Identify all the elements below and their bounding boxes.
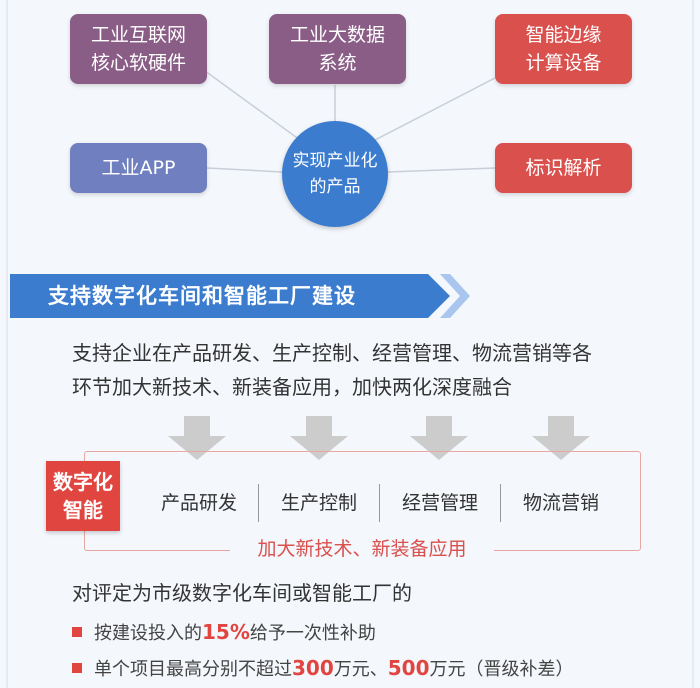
badge-line: 数字化 bbox=[53, 470, 113, 494]
policy-title: 对评定为市级数字化车间或智能工厂的 bbox=[72, 581, 412, 605]
bullet-text: 单个项目最高分别不超过 bbox=[94, 659, 292, 680]
hub-connectors bbox=[189, 59, 496, 173]
left-border bbox=[6, 0, 8, 688]
bullet-text: 给予一次性补助 bbox=[249, 623, 376, 644]
highlight-value: 15% bbox=[202, 620, 250, 644]
node-label-line: 计算设备 bbox=[525, 52, 602, 74]
digital-smart-badge: 数字化 智能 bbox=[46, 461, 120, 531]
node-label-line: 工业大数据 bbox=[289, 24, 385, 46]
section-banner bbox=[10, 274, 470, 318]
step-business-management: 经营管理 bbox=[401, 492, 478, 514]
node-edge-computing: 智能边缘 计算设备 bbox=[495, 14, 632, 84]
node-label-line: 标识解析 bbox=[525, 157, 602, 179]
step-rnd: 产品研发 bbox=[160, 492, 237, 514]
bullet-square-icon bbox=[72, 663, 82, 673]
policy-bullet: 按建设投入的15%给予一次性补助 bbox=[72, 617, 376, 649]
policy-bullet: 单个项目最高分别不超过300万元、500万元（晋级补差） bbox=[72, 653, 574, 685]
node-label-line: 智能边缘 bbox=[525, 24, 602, 46]
down-arrow-icon bbox=[410, 416, 468, 460]
intro-paragraph: 支持企业在产品研发、生产控制、经营管理、物流营销等各 环节加大新技术、新装备应用… bbox=[72, 336, 672, 404]
step-divider bbox=[500, 484, 501, 522]
hub-label-line: 实现产业化 bbox=[292, 151, 378, 171]
highlight-value: 500 bbox=[387, 656, 430, 680]
hub-label-line: 的产品 bbox=[309, 177, 361, 197]
step-production-control: 生产控制 bbox=[280, 492, 357, 514]
node-label-line: 工业互联网 bbox=[90, 24, 186, 46]
badge-line: 智能 bbox=[63, 498, 103, 522]
section-title: 支持数字化车间和智能工厂建设 bbox=[48, 284, 356, 308]
frame-gap bbox=[230, 541, 494, 561]
node-industrial-internet-hardware: 工业互联网 核心软硬件 bbox=[70, 14, 207, 84]
intro-line: 支持企业在产品研发、生产控制、经营管理、物流营销等各 bbox=[72, 341, 592, 365]
intro-line: 环节加大新技术、新装备应用，加快两化深度融合 bbox=[72, 375, 512, 399]
node-identifier-resolution: 标识解析 bbox=[495, 143, 632, 193]
down-arrow-icon bbox=[168, 416, 226, 460]
bullet-square-icon bbox=[72, 627, 82, 637]
bullet-text: 万元、 bbox=[333, 659, 388, 680]
step-divider bbox=[258, 484, 259, 522]
node-industrial-big-data: 工业大数据 系统 bbox=[269, 14, 406, 84]
bullet-text: 按建设投入的 bbox=[94, 623, 202, 644]
step-divider bbox=[379, 484, 380, 522]
down-arrow-icon bbox=[290, 416, 348, 460]
node-label-line: 核心软硬件 bbox=[90, 52, 186, 74]
down-arrow-icon bbox=[532, 416, 590, 460]
bullet-text: 万元（晋级补差） bbox=[429, 659, 574, 680]
node-industrial-app: 工业APP bbox=[70, 143, 207, 193]
process-footer: 加大新技术、新装备应用 bbox=[257, 538, 467, 560]
highlight-value: 300 bbox=[292, 656, 334, 680]
hub-circle: 实现产业化 的产品 bbox=[282, 121, 388, 227]
step-logistics-marketing: 物流营销 bbox=[522, 492, 599, 514]
right-border bbox=[692, 0, 694, 688]
node-label-line: 系统 bbox=[318, 52, 357, 74]
node-label-line: 工业APP bbox=[101, 157, 176, 179]
